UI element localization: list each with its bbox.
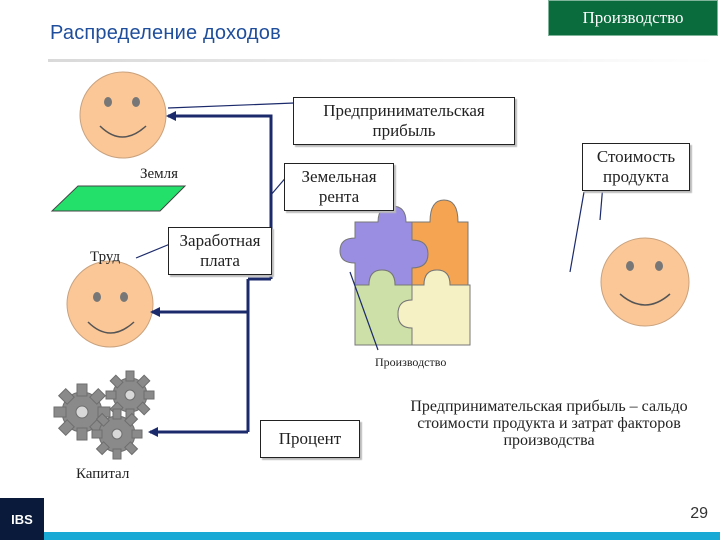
interest-label: Процент [278, 429, 342, 448]
section-tab: Производство [548, 0, 718, 36]
entrepreneurial-profit-label: Предпринимательская прибыль [323, 101, 485, 140]
footer-bar [0, 532, 720, 540]
land-label: Земля [140, 166, 179, 182]
production-puzzle-icon [339, 199, 471, 346]
land-icon [50, 185, 187, 212]
entrepreneur-face-icon [79, 71, 167, 159]
land-rent-box: Земельная рента [284, 163, 394, 211]
entrepreneurial-profit-box: Предпринимательская прибыль [293, 97, 515, 145]
company-logo: IBS [0, 498, 44, 540]
profit-definition-text: Предпринимательская прибыль – сальдо сто… [410, 398, 688, 449]
product-value-box: Стоимость продукта [582, 143, 690, 191]
wages-label: Заработная плата [179, 231, 261, 270]
land-rent-label: Земельная рента [301, 167, 377, 206]
production-label: Производство [375, 355, 447, 369]
labor-face-icon [66, 260, 154, 348]
wages-box: Заработная плата [168, 227, 272, 275]
title-divider [48, 59, 716, 62]
labor-label: Труд [90, 249, 121, 265]
product-value-label: Стоимость продукта [596, 147, 676, 186]
capital-label: Капитал [76, 466, 130, 482]
consumer-face-icon [600, 237, 690, 327]
page-number: 29 [690, 505, 708, 522]
interest-box: Процент [260, 420, 360, 458]
page-title: Распределение доходов [50, 22, 281, 44]
capital-gears-icon [53, 370, 155, 460]
